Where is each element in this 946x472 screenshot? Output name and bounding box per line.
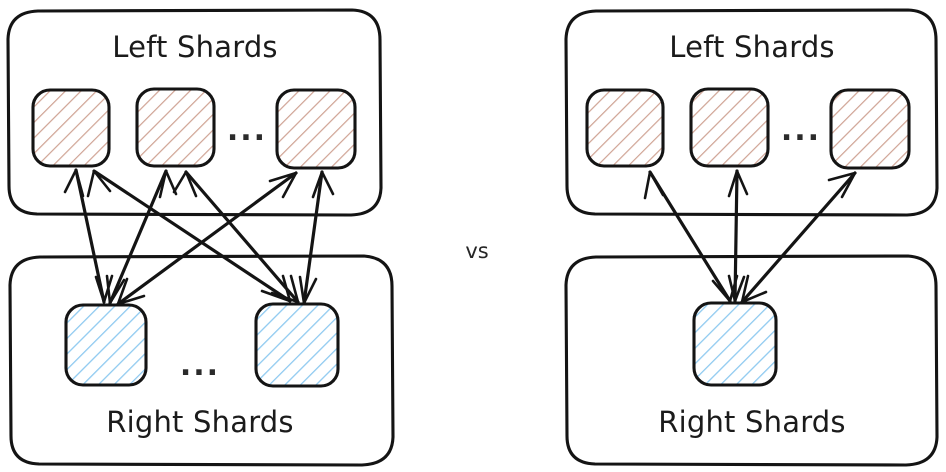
left-shard-box-1[interactable] bbox=[31, 88, 111, 168]
left-shard-box-2[interactable] bbox=[135, 87, 216, 168]
left-shard-box-3[interactable] bbox=[275, 88, 357, 170]
panel-left-connections bbox=[63, 168, 335, 306]
connection-l3-r1 bbox=[116, 171, 298, 306]
connection-r2-l2 bbox=[727, 169, 749, 303]
right-shards-title-2: Right Shards bbox=[658, 405, 845, 439]
panel-left-group-right-shards[interactable]: Right Shards ... bbox=[8, 254, 395, 467]
connection-l2-r2 bbox=[172, 170, 300, 304]
panel-right-group-right-shards[interactable]: Right Shards bbox=[564, 254, 939, 467]
right-shard-box-2[interactable] bbox=[254, 302, 340, 388]
right-shard-box-1[interactable] bbox=[64, 303, 148, 387]
left-shard-box-1-2[interactable] bbox=[585, 88, 665, 168]
right-shard-box-1-2[interactable] bbox=[692, 301, 778, 387]
panel-right-group-left-shards[interactable]: Left Shards ... bbox=[564, 8, 939, 217]
panel-right-connections bbox=[643, 169, 857, 304]
left-shards-title-2: Left Shards bbox=[669, 30, 834, 64]
comparison-label: vs bbox=[465, 239, 488, 263]
left-shard-box-2-2[interactable] bbox=[689, 87, 770, 168]
right-shards-title: Right Shards bbox=[106, 405, 293, 439]
panel-left-group-left-shards[interactable]: Left Shards ... bbox=[6, 8, 383, 217]
left-shard-box-3-2[interactable] bbox=[829, 88, 911, 170]
connection-r2-l3 bbox=[740, 171, 857, 304]
left-shards-ellipsis-2: ... bbox=[781, 113, 821, 148]
connection-l1-r2 bbox=[86, 169, 292, 303]
left-shards-title: Left Shards bbox=[112, 30, 277, 64]
left-shards-ellipsis: ... bbox=[227, 113, 267, 148]
right-shards-ellipsis: ... bbox=[180, 348, 220, 383]
connection-l3-r2 bbox=[298, 170, 335, 305]
